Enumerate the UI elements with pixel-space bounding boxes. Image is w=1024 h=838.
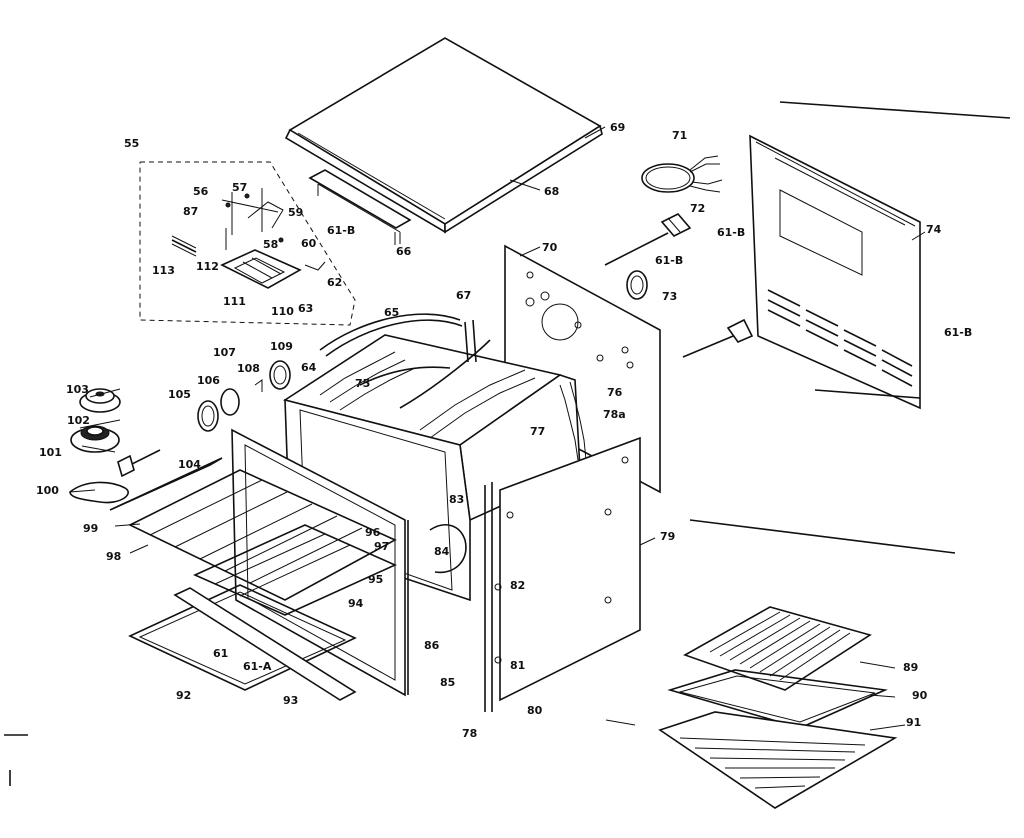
callout-101: 101 (39, 446, 62, 459)
callout-61-b-top: 61-B (327, 224, 355, 237)
callout-110: 110 (271, 305, 294, 318)
callout-76: 76 (607, 386, 623, 399)
callout-61-b-73: 61-B (655, 254, 683, 267)
back-cover (749, 134, 921, 410)
callout-61-a: 61-A (243, 660, 272, 673)
grill-grate (683, 606, 872, 691)
callout-80: 80 (527, 704, 543, 717)
callout-113: 113 (152, 264, 175, 277)
motor (69, 388, 161, 504)
side-panel (484, 436, 641, 712)
oven-rack (128, 469, 397, 616)
callout-64: 64 (301, 361, 317, 374)
callout-100: 100 (36, 484, 59, 497)
callout-99: 99 (83, 522, 98, 535)
wire-harness (641, 155, 723, 193)
top-trim (308, 169, 412, 244)
callout-104: 104 (178, 458, 201, 471)
callout-93: 93 (283, 694, 298, 707)
callout-108: 108 (237, 362, 260, 375)
blower-wheel (197, 360, 291, 432)
callout-95: 95 (368, 573, 383, 586)
callout-66: 66 (396, 245, 412, 258)
callout-57: 57 (232, 181, 247, 194)
callout-58: 58 (263, 238, 278, 251)
callout-97: 97 (374, 540, 389, 553)
callout-61-b-72: 61-B (717, 226, 745, 239)
callout-90: 90 (912, 689, 928, 702)
callout-106: 106 (197, 374, 220, 387)
callout-94: 94 (348, 597, 364, 610)
thermostat (604, 213, 692, 266)
thermostat-sensor-rear (682, 318, 754, 358)
callout-78: 78 (462, 727, 477, 740)
callout-61: 61 (213, 647, 228, 660)
callout-89: 89 (903, 661, 918, 674)
hardware-kit (139, 161, 356, 326)
callout-59: 59 (288, 206, 303, 219)
callout-60: 60 (301, 237, 317, 250)
callout-98: 98 (106, 550, 121, 563)
door-frame (231, 428, 409, 697)
callout-81: 81 (510, 659, 525, 672)
callout-74: 74 (926, 223, 942, 236)
callout-78a: 78a (603, 408, 626, 421)
callout-102: 102 (67, 414, 90, 427)
callout-79: 79 (660, 530, 675, 543)
callout-62: 62 (327, 276, 342, 289)
callout-69: 69 (610, 121, 625, 134)
callout-63: 63 (298, 302, 313, 315)
callout-111: 111 (223, 295, 246, 308)
callout-105: 105 (168, 388, 191, 401)
top-cover (284, 37, 603, 234)
callout-55: 55 (124, 137, 139, 150)
callout-77: 77 (530, 425, 545, 438)
callout-85: 85 (440, 676, 455, 689)
callout-91: 91 (906, 716, 921, 729)
callout-83: 83 (449, 493, 464, 506)
callout-96: 96 (365, 526, 381, 539)
callout-84: 84 (434, 545, 450, 558)
callout-112: 112 (196, 260, 219, 273)
drip-tray (667, 669, 888, 729)
callout-82: 82 (510, 579, 525, 592)
callout-75: 75 (355, 377, 370, 390)
callout-71: 71 (672, 129, 687, 142)
oven-liner (283, 313, 587, 602)
callout-56: 56 (193, 185, 209, 198)
callout-70: 70 (542, 241, 558, 254)
callout-92: 92 (176, 689, 191, 702)
callout-68: 68 (544, 185, 559, 198)
broiler-pan (109, 457, 357, 701)
callout-72: 72 (690, 202, 705, 215)
callout-61-b-74: 61-B (944, 326, 972, 339)
callout-109: 109 (270, 340, 293, 353)
thermostat-sensor (626, 270, 648, 300)
bottom-tray (658, 711, 898, 809)
callout-67: 67 (456, 289, 471, 302)
callout-87: 87 (183, 205, 198, 218)
callout-107: 107 (213, 346, 236, 359)
callout-73: 73 (662, 290, 677, 303)
callout-86: 86 (424, 639, 440, 652)
callout-103: 103 (66, 383, 89, 396)
callout-65: 65 (384, 306, 399, 319)
